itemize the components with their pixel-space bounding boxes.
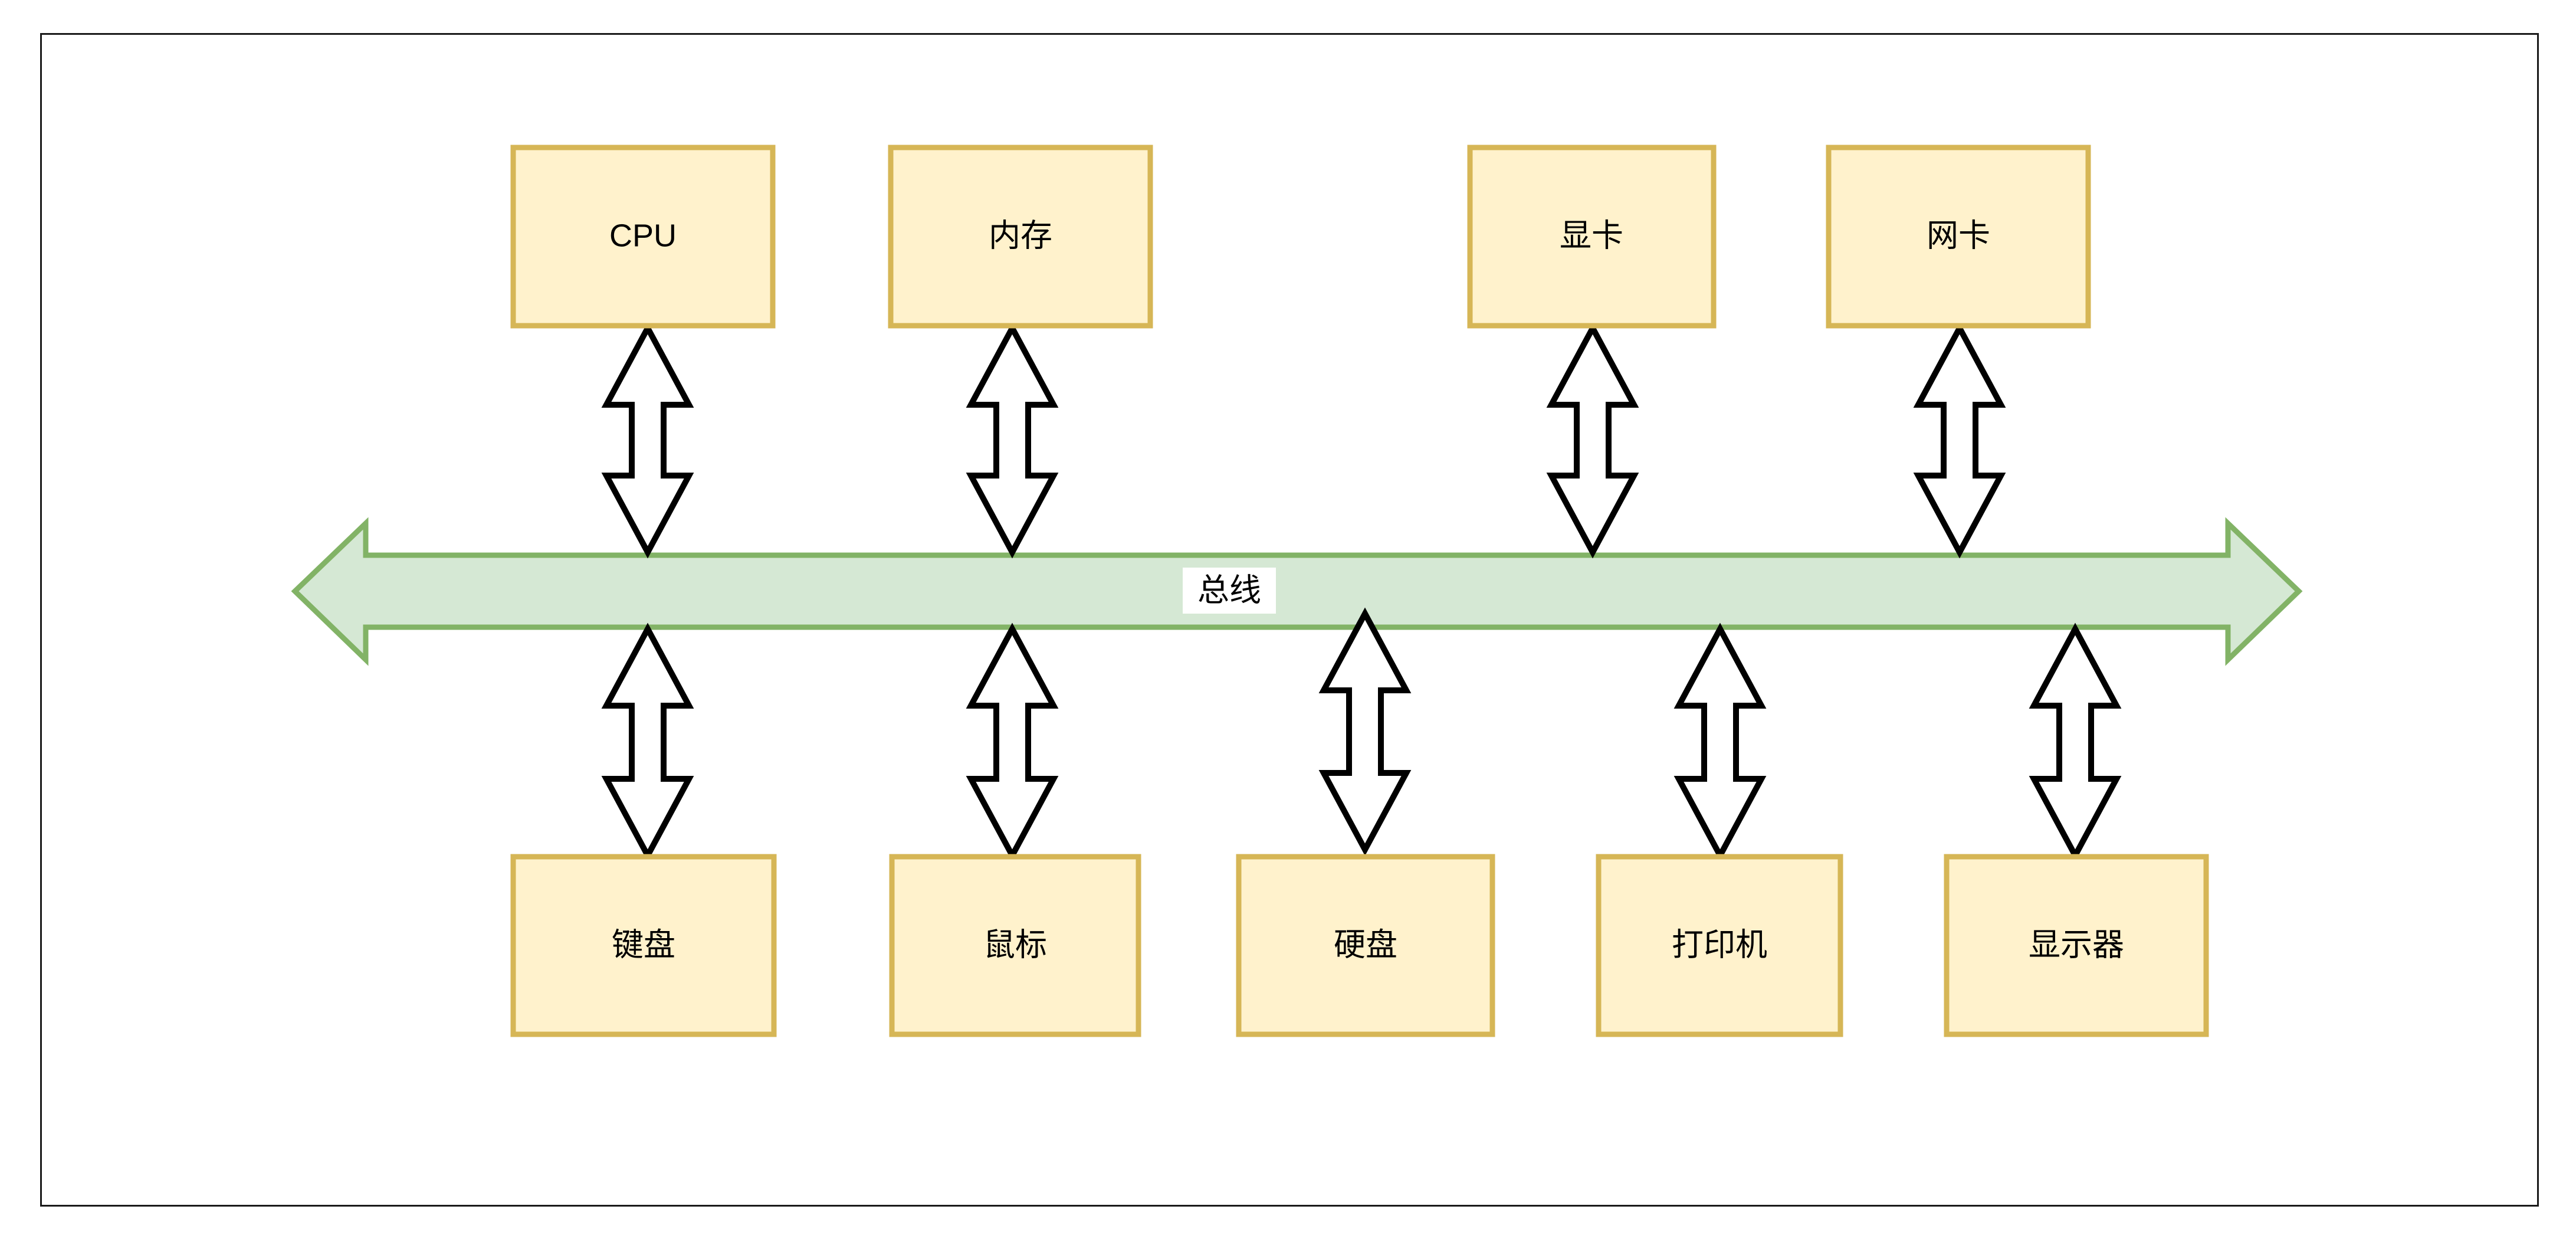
- node-label-gpu: 显卡: [1560, 218, 1623, 253]
- double-arrow-icon: [2029, 622, 2122, 862]
- node-label-cpu: CPU: [609, 218, 677, 253]
- node-label-harddisk: 硬盘: [1334, 927, 1397, 962]
- double-arrow-icon: [1318, 607, 1412, 856]
- node-label-keyboard: 键盘: [612, 927, 675, 962]
- double-arrow-icon: [966, 622, 1059, 862]
- node-box: [1236, 854, 1495, 1037]
- connector-bus-harddisk[interactable]: [1318, 607, 1412, 856]
- bus-label-background: [1183, 568, 1276, 614]
- node-box: [888, 145, 1153, 329]
- node-box: [510, 145, 776, 329]
- bus-label-text: 总线: [1197, 572, 1261, 608]
- node-box: [510, 854, 777, 1037]
- node-label-nic: 网卡: [1927, 218, 1990, 253]
- node-nic[interactable]: 网卡: [1826, 145, 2091, 329]
- connector-bus-keyboard[interactable]: [601, 622, 694, 862]
- node-label-printer: 打印机: [1672, 927, 1767, 962]
- double-arrow-icon: [601, 322, 694, 559]
- double-arrow-icon: [1546, 322, 1639, 559]
- connector-gpu-bus[interactable]: [1546, 322, 1639, 559]
- node-memory[interactable]: 内存: [888, 145, 1153, 329]
- connector-nic-bus[interactable]: [1913, 322, 2006, 559]
- node-box: [1467, 145, 1717, 329]
- node-label-memory: 内存: [989, 218, 1052, 253]
- node-label-mouse: 鼠标: [983, 927, 1047, 962]
- double-arrow-icon: [1913, 322, 2006, 559]
- connector-bus-printer[interactable]: [1673, 622, 1767, 862]
- node-box: [1826, 145, 2091, 329]
- bus-arrow-shape: [291, 517, 2303, 666]
- node-printer[interactable]: 打印机: [1596, 854, 1843, 1037]
- double-arrow-icon: [1673, 622, 1767, 862]
- node-gpu[interactable]: 显卡: [1467, 145, 1717, 329]
- connector-bus-monitor[interactable]: [2029, 622, 2122, 862]
- node-harddisk[interactable]: 硬盘: [1236, 854, 1495, 1037]
- double-arrow-icon: [601, 622, 694, 862]
- node-mouse[interactable]: 鼠标: [889, 854, 1141, 1037]
- node-label-monitor: 显示器: [2029, 927, 2124, 962]
- double-arrow-icon: [966, 322, 1059, 559]
- node-keyboard[interactable]: 键盘: [510, 854, 777, 1037]
- bus-arrow[interactable]: [291, 517, 2303, 666]
- node-cpu[interactable]: CPU: [510, 145, 776, 329]
- bus-label: 总线: [1183, 568, 1276, 614]
- connector-cpu-bus[interactable]: [601, 322, 694, 559]
- connector-memory-bus[interactable]: [966, 322, 1059, 559]
- connector-bus-mouse[interactable]: [966, 622, 1059, 862]
- node-box: [889, 854, 1141, 1037]
- node-box: [1944, 854, 2209, 1037]
- node-monitor[interactable]: 显示器: [1944, 854, 2209, 1037]
- node-box: [1596, 854, 1843, 1037]
